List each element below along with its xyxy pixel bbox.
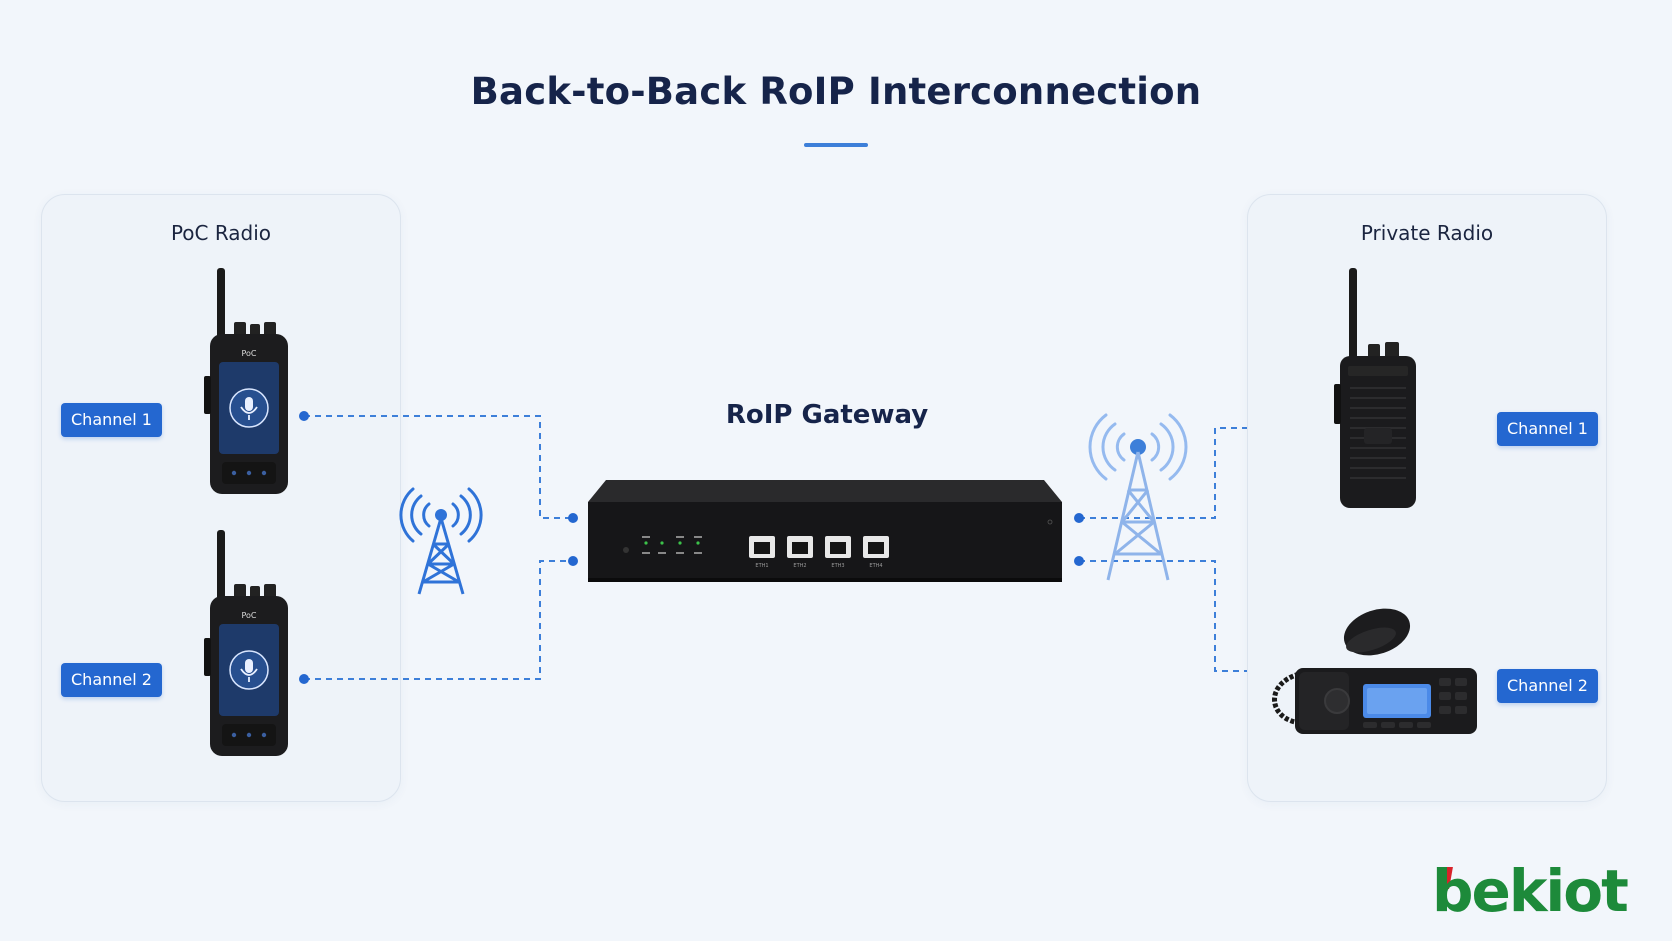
private-mobile-radio-icon [1272,608,1477,734]
page-title: Back-to-Back RoIP Interconnection [470,70,1202,113]
poc-ch1-endpoint [299,411,309,421]
port-label-eth1: ETH1 [755,563,768,569]
poc-radio-panel-title: PoC Radio [170,221,272,245]
gateway-right-port-2 [1074,556,1084,566]
poc-channel-1-badge: Channel 1 [61,403,162,437]
poc-radio-1-icon: PoC [204,268,288,494]
poc-channel-2-badge: Channel 2 [61,663,162,697]
roip-gateway-device: ETH1 ETH2 ETH3 ETH4 [588,480,1062,582]
gateway-right-port-1 [1074,513,1084,523]
gateway-label: RoIP Gateway [725,400,929,430]
poc-radio-2-icon: PoC [204,530,288,756]
right-signal-tower-icon [1088,413,1188,581]
port-label-eth2: ETH2 [793,563,806,569]
port-label-eth3: ETH3 [831,563,844,569]
poc-ch1-to-gateway-line [304,415,573,519]
private-handheld-radio-icon [1334,268,1416,508]
poc-radio-2-device-label: PoC [241,611,256,620]
gateway-to-private-ch2-line [1079,560,1292,672]
private-channel-2-badge: Channel 2 [1497,669,1598,703]
poc-radio-1-device-label: PoC [241,349,256,358]
left-signal-tower-icon [399,487,483,595]
private-channel-1-badge: Channel 1 [1497,412,1598,446]
bekiot-logo: bekiot [1432,857,1629,925]
poc-ch2-endpoint [299,674,309,684]
gateway-left-port-2 [568,556,578,566]
gateway-left-port-1 [568,513,578,523]
title-underline [804,143,868,147]
port-label-eth4: ETH4 [869,563,882,569]
ethernet-ports [749,536,889,558]
private-radio-panel-title: Private Radio [1360,221,1494,245]
